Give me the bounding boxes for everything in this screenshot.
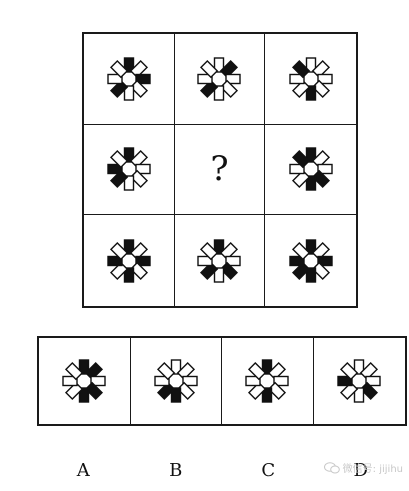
star-figure [103,53,155,105]
option-a[interactable] [39,338,131,424]
star-figure [285,53,337,105]
star-figure [58,355,110,407]
star-center [215,75,223,83]
grid-cell-r1c1 [84,34,175,125]
star-figure [241,355,293,407]
option-d[interactable] [314,338,406,424]
star-center [263,377,271,385]
star-center [307,165,315,173]
star-center [125,75,133,83]
grid-cell-r3c2 [175,215,266,306]
star-figure [285,235,337,287]
question-mark: ? [210,152,228,186]
watermark: 微信号: jijihu [324,460,403,475]
option-b[interactable] [131,338,223,424]
star-center [125,165,133,173]
grid-cell-r3c3 [265,215,356,306]
star-figure [193,235,245,287]
star-center [125,257,133,265]
star-center [215,257,223,265]
star-figure [150,355,202,407]
star-figure [103,235,155,287]
puzzle-grid: ? [82,32,358,308]
option-label-c: C [222,460,315,481]
star-figure [285,143,337,195]
star-figure [103,143,155,195]
star-center [307,257,315,265]
answer-options [37,336,407,426]
wechat-icon [324,462,340,474]
grid-cell-r2c3 [265,125,356,216]
star-figure [193,53,245,105]
grid-cell-r1c2 [175,34,266,125]
star-center [355,377,363,385]
star-figure [333,355,385,407]
grid-cell-r1c3 [265,34,356,125]
watermark-text: 微信号: jijihu [343,460,403,475]
star-center [80,377,88,385]
option-c[interactable] [222,338,314,424]
star-center [307,75,315,83]
option-label-b: B [130,460,223,481]
option-label-a: A [37,460,130,481]
grid-cell-r3c1 [84,215,175,306]
grid-cell-r2c1 [84,125,175,216]
grid-cell-r2c2: ? [175,125,266,216]
star-center [172,377,180,385]
